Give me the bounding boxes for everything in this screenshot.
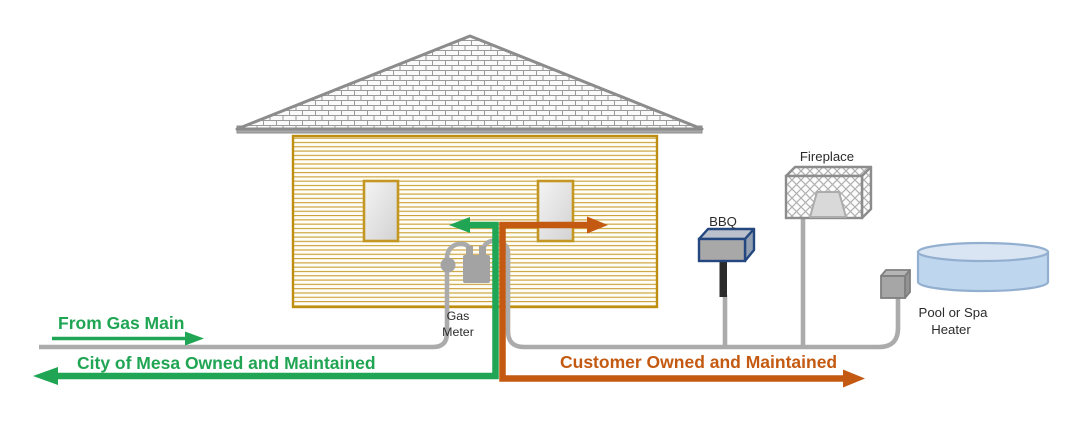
pool-spa-heater xyxy=(880,269,911,299)
city-owned-label: City of Mesa Owned and Maintained xyxy=(77,353,376,373)
city-arrowhead-left xyxy=(33,367,58,385)
fireplace xyxy=(784,165,873,220)
pool xyxy=(916,241,1050,293)
customer-arrowhead-into-house xyxy=(587,216,608,234)
bbq xyxy=(697,227,756,297)
bbq-body-front xyxy=(697,237,747,263)
fireplace-opening xyxy=(809,191,847,218)
pool-surface xyxy=(916,241,1050,263)
fireplace-label: Fireplace xyxy=(800,149,854,164)
house-riser-pipe xyxy=(480,238,525,350)
gas-pipes xyxy=(39,216,901,350)
roof xyxy=(235,34,704,131)
bbq-label: BBQ xyxy=(709,214,737,229)
city-boundary-line xyxy=(57,221,499,380)
customer-arrowhead-right xyxy=(843,369,865,388)
pool-heater-label-line1: Pool or Spa xyxy=(919,305,989,320)
pool-heater-label-line2: Heater xyxy=(931,322,971,337)
customer-ownership-annotations: Customer Owned and Maintained xyxy=(499,216,865,388)
city-ownership-annotations: From Gas Main City of Mesa Owned and Mai… xyxy=(33,217,499,385)
house-window-right xyxy=(536,179,575,243)
gas-regulator xyxy=(440,257,456,273)
customer-owned-label: Customer Owned and Maintained xyxy=(560,352,837,372)
fireplace-side xyxy=(860,165,873,220)
pool-body xyxy=(916,250,1050,293)
from-gas-main-label: From Gas Main xyxy=(58,313,184,333)
from-gas-main-arrowhead xyxy=(185,331,204,346)
customer-boundary-line xyxy=(499,221,843,382)
city-service-pipe xyxy=(39,268,450,350)
gas-meter-label-line2: Meter xyxy=(442,325,474,339)
meter-outlet-nub xyxy=(479,246,486,257)
fireplace-top xyxy=(784,165,873,178)
house-window-left xyxy=(362,179,400,243)
bbq-post xyxy=(719,258,727,297)
city-arrowhead-into-meter xyxy=(449,217,470,233)
gas-meter-label-line1: Gas xyxy=(447,309,470,323)
heater-front xyxy=(880,275,906,299)
appliance-labels: Gas Meter BBQ Fireplace Pool or Spa Heat… xyxy=(442,149,988,339)
gas-meter-box xyxy=(463,255,490,283)
gas-meter-assembly xyxy=(440,246,490,283)
meter-inlet-nub xyxy=(466,246,473,257)
customer-yard-pipe xyxy=(524,297,901,350)
